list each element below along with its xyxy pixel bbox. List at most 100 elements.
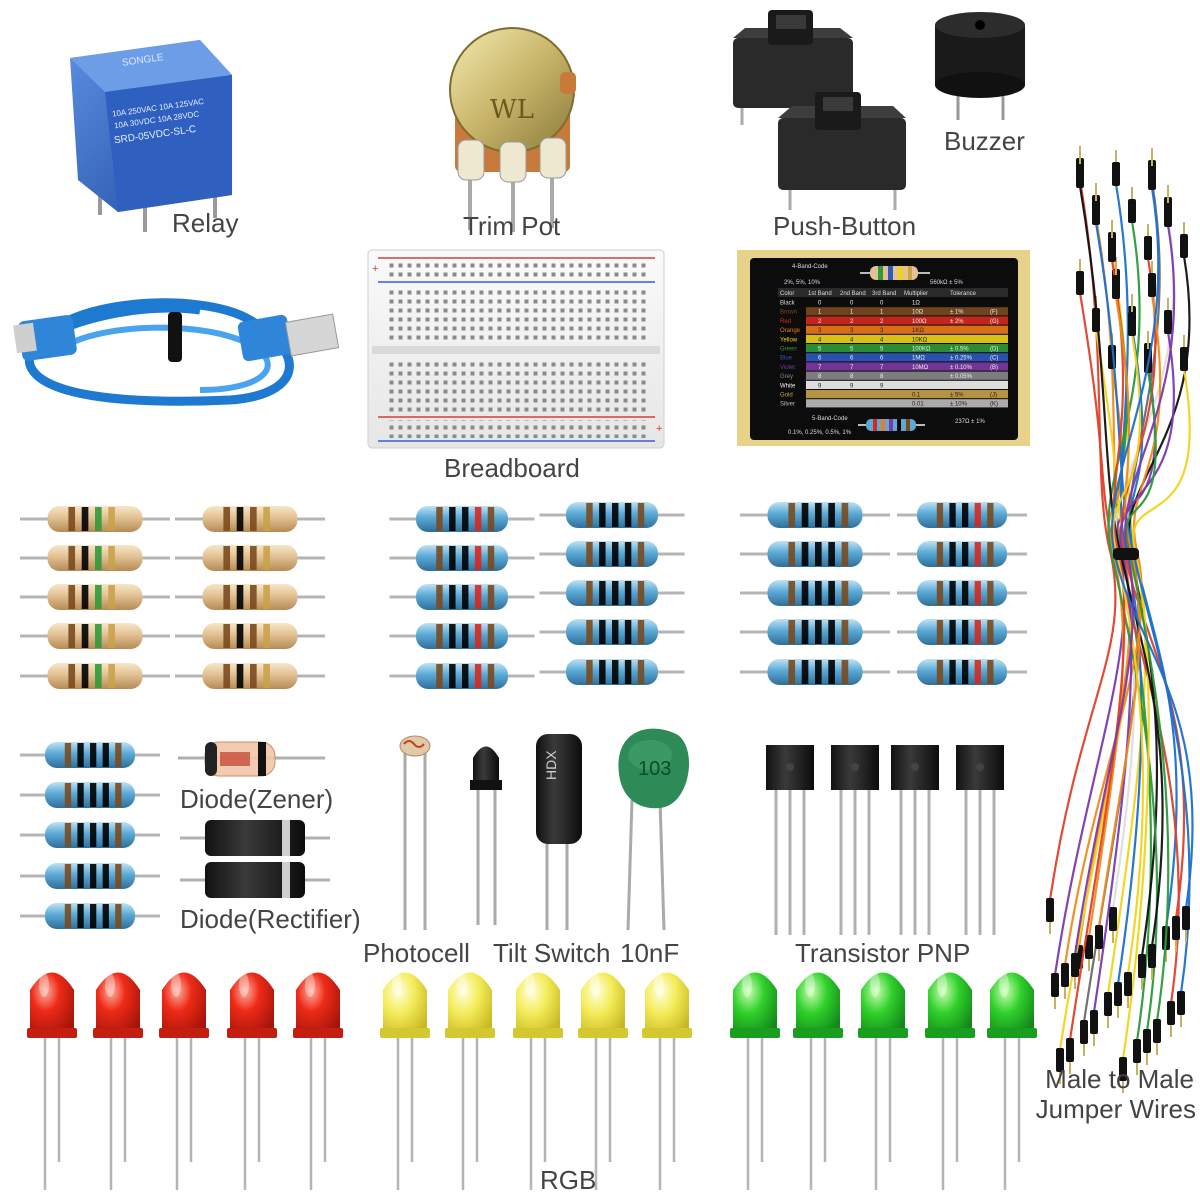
card-cell: (F) — [990, 310, 998, 316]
photocell-icon — [399, 735, 431, 930]
card-cell: 1Ω — [912, 301, 920, 307]
resistor-icon — [897, 619, 1027, 645]
resistor-icon — [20, 782, 160, 808]
card-cell: 0 — [880, 301, 884, 307]
resistor-icon — [897, 659, 1027, 685]
resistor-icon — [389, 584, 535, 610]
resistor-icon — [389, 545, 535, 571]
resistor-icon — [539, 502, 685, 528]
card-cell: 10MΩ — [912, 365, 929, 371]
card-cell: 0.01 — [912, 402, 924, 408]
card-cell: (C) — [990, 356, 998, 362]
card-cell: 1MΩ — [912, 356, 925, 362]
photocell-label: Photocell — [363, 938, 470, 968]
card-header-cell: Color — [780, 291, 794, 297]
led-icon — [93, 972, 143, 1190]
card-5band-title: 5-Band-Code — [812, 416, 848, 422]
card-color-name: Grey — [780, 374, 793, 380]
tilt-switch-label: Tilt Switch — [493, 938, 611, 968]
ir-receiver-icon — [470, 746, 502, 925]
breadboard-label: Breadboard — [444, 453, 580, 483]
resistor-icon — [20, 545, 170, 571]
card-header-cell: Multiplier — [904, 291, 928, 297]
jumper-wires-icon — [1046, 146, 1194, 1093]
card-cell: 4 — [818, 337, 822, 343]
card-cell: 3 — [850, 328, 854, 334]
card-cell: 5 — [880, 347, 884, 353]
card-header-cell: 1st Band — [808, 291, 832, 297]
card-cell: 6 — [818, 356, 822, 362]
card-color-name: Black — [780, 301, 796, 307]
card-resistor-icon — [860, 266, 930, 280]
card-color-name: Violet — [780, 365, 795, 371]
diode-zener-icon — [178, 741, 325, 777]
card-cell: 8 — [850, 374, 854, 380]
led-icon — [642, 972, 692, 1190]
transistor-icon — [831, 745, 879, 935]
card-cell: 5 — [818, 347, 822, 353]
resistor-icon — [175, 623, 325, 649]
card-color-name: Green — [780, 347, 797, 353]
card-header-cell: Tolerance — [950, 291, 977, 297]
trim-pot-label: Trim Pot — [463, 211, 561, 241]
jumper-wires-label-line2: Jumper Wires — [1035, 1094, 1196, 1124]
card-cell: 6 — [850, 356, 854, 362]
card-cell: 0.1 — [912, 393, 921, 399]
relay-icon: SONGLE 10A 250VAC 10A 125VAC 10A 30VDC 1… — [70, 40, 232, 232]
buzzer-icon — [935, 12, 1025, 120]
card-header-cell: 3rd Band — [872, 291, 896, 297]
card-cell: 9 — [850, 383, 854, 389]
capacitor-marking-text: 103 — [638, 758, 671, 780]
card-cell: 6 — [880, 356, 884, 362]
card-cell: ± 5% — [950, 393, 964, 399]
resistor-color-code-card: 4-Band-Code 2%, 5%, 10% 560kΩ ± 5% Color… — [737, 250, 1030, 446]
resistor-icon — [20, 623, 170, 649]
resistor-icon — [740, 580, 890, 606]
card-color-name: Silver — [780, 402, 795, 408]
card-cell: ± 10% — [950, 402, 968, 408]
card-color-name: Blue — [780, 356, 793, 362]
card-5band-tolerance: 0.1%, 0.25%, 0.5%, 1% — [788, 430, 852, 436]
svg-text:+: + — [656, 423, 662, 435]
card-cell: 4 — [880, 337, 884, 343]
card-cell: ± 0.05% — [950, 374, 973, 380]
resistor-icon — [20, 903, 160, 929]
card-cell: 8 — [880, 374, 884, 380]
resistor-icon — [740, 619, 890, 645]
card-cell: 5 — [850, 347, 854, 353]
resistor-icon — [175, 663, 325, 689]
diode-rectifier-icon — [180, 820, 330, 898]
resistor-icon — [20, 863, 160, 889]
rgb-label: RGB — [540, 1165, 597, 1195]
card-cell: 7 — [818, 365, 822, 371]
push-button-label: Push-Button — [773, 211, 917, 241]
card-cell: 3 — [880, 328, 884, 334]
card-cell: ± 1% — [950, 310, 964, 316]
pot-marking-text: WL — [490, 95, 534, 125]
resistor-icon — [20, 822, 160, 848]
card-cell: 1 — [880, 310, 884, 316]
resistor-icon — [740, 659, 890, 685]
resistor-icon — [897, 541, 1027, 567]
card-cell: 9 — [880, 383, 884, 389]
capacitor-icon: 103 — [618, 728, 690, 931]
buzzer-label: Buzzer — [944, 126, 1025, 156]
transistor-icon — [956, 745, 1004, 935]
card-color-name: Red — [780, 319, 791, 325]
relay-label: Relay — [172, 208, 239, 238]
transistor-icon — [891, 745, 939, 935]
card-cell: (G) — [990, 319, 999, 325]
card-cell: 1 — [850, 310, 854, 316]
resistor-icon — [175, 545, 325, 571]
card-4band-title: 4-Band-Code — [792, 264, 828, 270]
resistor-icon — [175, 506, 325, 532]
card-cell: 9 — [818, 383, 822, 389]
transistor-label: Transistor PNP — [795, 938, 971, 968]
